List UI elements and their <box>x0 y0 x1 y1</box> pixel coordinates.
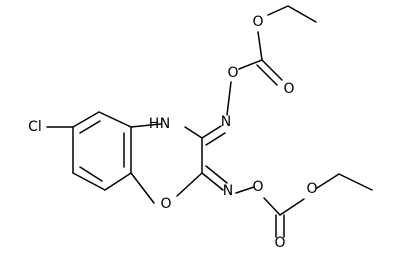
atom-label-amine-n: N <box>160 116 170 132</box>
atom-label-cl: Cl <box>28 119 42 135</box>
atom-label-carbonyl-o-bottom: O <box>274 235 285 251</box>
upper-oxime-carbonate <box>201 5 317 146</box>
atom-label-oxime-o-top: O <box>227 65 238 81</box>
benzene-ring <box>72 111 132 191</box>
atom-label-ring-o: O <box>160 196 171 212</box>
atom-label-amine-h: H <box>149 116 160 132</box>
atom-label-imine-n-bottom: N <box>223 183 233 199</box>
atom-label-ester-o-bottom: O <box>306 181 317 197</box>
atom-label-carbonyl-o-top: O <box>283 81 294 97</box>
lower-oxime-carbonate <box>201 165 373 238</box>
atom-label-imine-n-top: N <box>221 114 231 130</box>
atom-label-oxime-o-bottom: O <box>252 179 263 195</box>
oxazine-ring <box>130 123 203 204</box>
atom-label-ester-o-top: O <box>252 14 263 30</box>
